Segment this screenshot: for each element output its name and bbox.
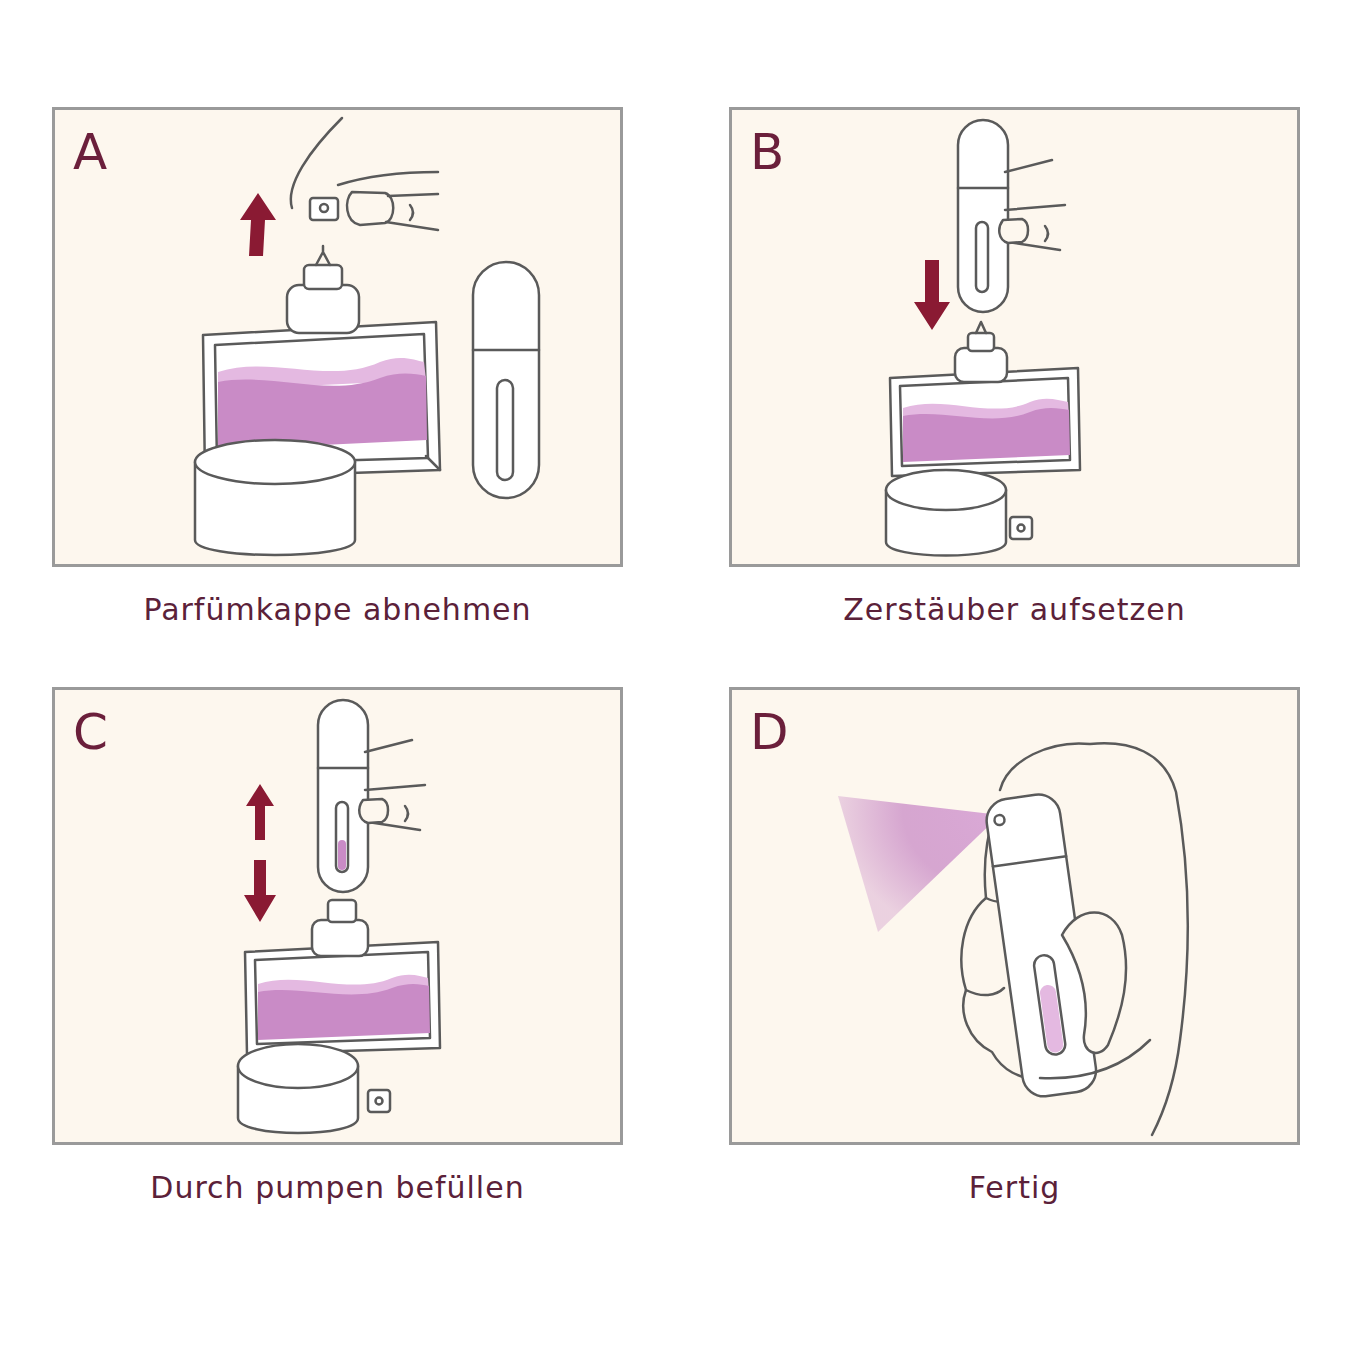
perfume-bottle-part — [900, 378, 1070, 466]
atomizer-part — [473, 349, 539, 352]
step-caption: Parfümkappe abnehmen — [55, 592, 620, 628]
perfume-bottle-part — [968, 333, 994, 351]
hand-part — [347, 192, 393, 225]
cap-box — [238, 1044, 358, 1133]
instruction-panel: CDurch pumpen befüllen — [52, 687, 623, 1145]
atomizer-part — [993, 856, 1066, 866]
thumb — [1040, 913, 1150, 1079]
hand-part — [365, 740, 425, 830]
atomizer-part — [338, 840, 346, 870]
atomizer-part — [473, 262, 539, 498]
atomizer — [318, 700, 368, 892]
perfume-bottle-part — [245, 942, 440, 1054]
thumb-part — [1062, 913, 1126, 1053]
perfume-bottle-part — [903, 399, 1069, 424]
perfume-bottle-part — [903, 408, 1070, 462]
spray-mist — [838, 796, 1000, 932]
cap-box-part — [886, 470, 1006, 510]
hand-part — [386, 194, 438, 230]
down-arrow — [914, 260, 950, 330]
up-arrow — [246, 784, 274, 840]
hand-part — [338, 172, 438, 185]
cap-box-part — [238, 1044, 358, 1088]
perfume-bottle — [890, 322, 1080, 476]
hand — [291, 118, 438, 230]
hand-part — [1000, 743, 1188, 1135]
cap-box — [886, 470, 1006, 556]
hand-part — [405, 806, 408, 821]
perfume-bottle-part — [205, 456, 440, 478]
perfume-bottle-part — [258, 984, 430, 1040]
atomizer-part — [958, 187, 1008, 190]
perfume-bottle-part — [258, 975, 429, 1000]
step-letter: D — [750, 702, 789, 762]
instruction-panel: DFertig — [729, 687, 1300, 1145]
cap-box-part — [238, 1066, 358, 1133]
hand-part — [966, 895, 1018, 995]
perfume-bottle-part — [304, 265, 342, 289]
cap-box-part — [195, 440, 355, 484]
thumb-part — [1040, 1040, 1150, 1078]
hand-part — [999, 219, 1028, 243]
step-letter: C — [73, 702, 108, 762]
step-letter: B — [750, 122, 784, 182]
atomizer — [958, 120, 1008, 312]
perfume-bottle-part — [218, 374, 427, 450]
perfume-bottle-part — [215, 334, 428, 464]
cap-box — [195, 440, 355, 555]
atomizer-part — [497, 380, 513, 480]
hand-part — [1045, 226, 1048, 241]
instruction-panel: AParfümkappe abnehmen — [52, 107, 623, 567]
atomizer-part — [958, 120, 1008, 312]
atomizer — [984, 792, 1099, 1099]
perfume-bottle-part — [890, 368, 1080, 476]
perfume-bottle-part — [218, 358, 426, 390]
small-cap-part — [368, 1090, 390, 1112]
step-caption: Durch pumpen befüllen — [55, 1170, 620, 1206]
cap-box-part — [886, 490, 1006, 556]
cap-box-part — [195, 462, 355, 555]
atomizer-part — [1039, 984, 1064, 1054]
atomizer-part — [976, 222, 988, 292]
hand — [999, 160, 1065, 250]
perfume-bottle-part — [287, 285, 359, 333]
hand-part — [1005, 160, 1065, 250]
small-cap — [1010, 517, 1032, 539]
perfume-bottle-part — [976, 322, 986, 333]
perfume-bottle-part — [203, 322, 440, 478]
small-cap-part — [1018, 525, 1025, 532]
step-caption: Fertig — [732, 1170, 1297, 1206]
small-cap — [368, 1090, 390, 1112]
hand-part — [961, 800, 1040, 1078]
step-letter: A — [73, 122, 107, 182]
perfume-bottle — [245, 900, 440, 1054]
atomizer — [473, 262, 539, 498]
perfume-bottle-part — [328, 900, 356, 922]
atomizer-part — [1033, 954, 1067, 1056]
perfume-bottle-part — [955, 348, 1007, 382]
step-caption: Zerstäuber aufsetzen — [732, 592, 1297, 628]
atomizer-part — [318, 700, 368, 892]
atomizer-part — [984, 792, 1099, 1099]
hand — [961, 743, 1187, 1135]
instruction-panel: BZerstäuber aufsetzen — [729, 107, 1300, 567]
hand-part — [310, 198, 338, 220]
atomizer-part — [336, 802, 348, 872]
perfume-bottle-part — [255, 952, 430, 1044]
small-cap-part — [376, 1098, 383, 1105]
hand-part — [291, 118, 342, 208]
hand — [359, 740, 425, 830]
perfume-bottle-part — [312, 920, 368, 956]
atomizer-part — [994, 814, 1005, 825]
down-arrow — [244, 860, 276, 922]
small-cap-part — [1010, 517, 1032, 539]
up-arrow — [240, 193, 276, 256]
atomizer-part — [318, 767, 368, 770]
perfume-bottle — [203, 246, 440, 478]
hand-part — [320, 204, 328, 212]
hand-part — [359, 799, 388, 823]
perfume-bottle-part — [316, 246, 330, 265]
